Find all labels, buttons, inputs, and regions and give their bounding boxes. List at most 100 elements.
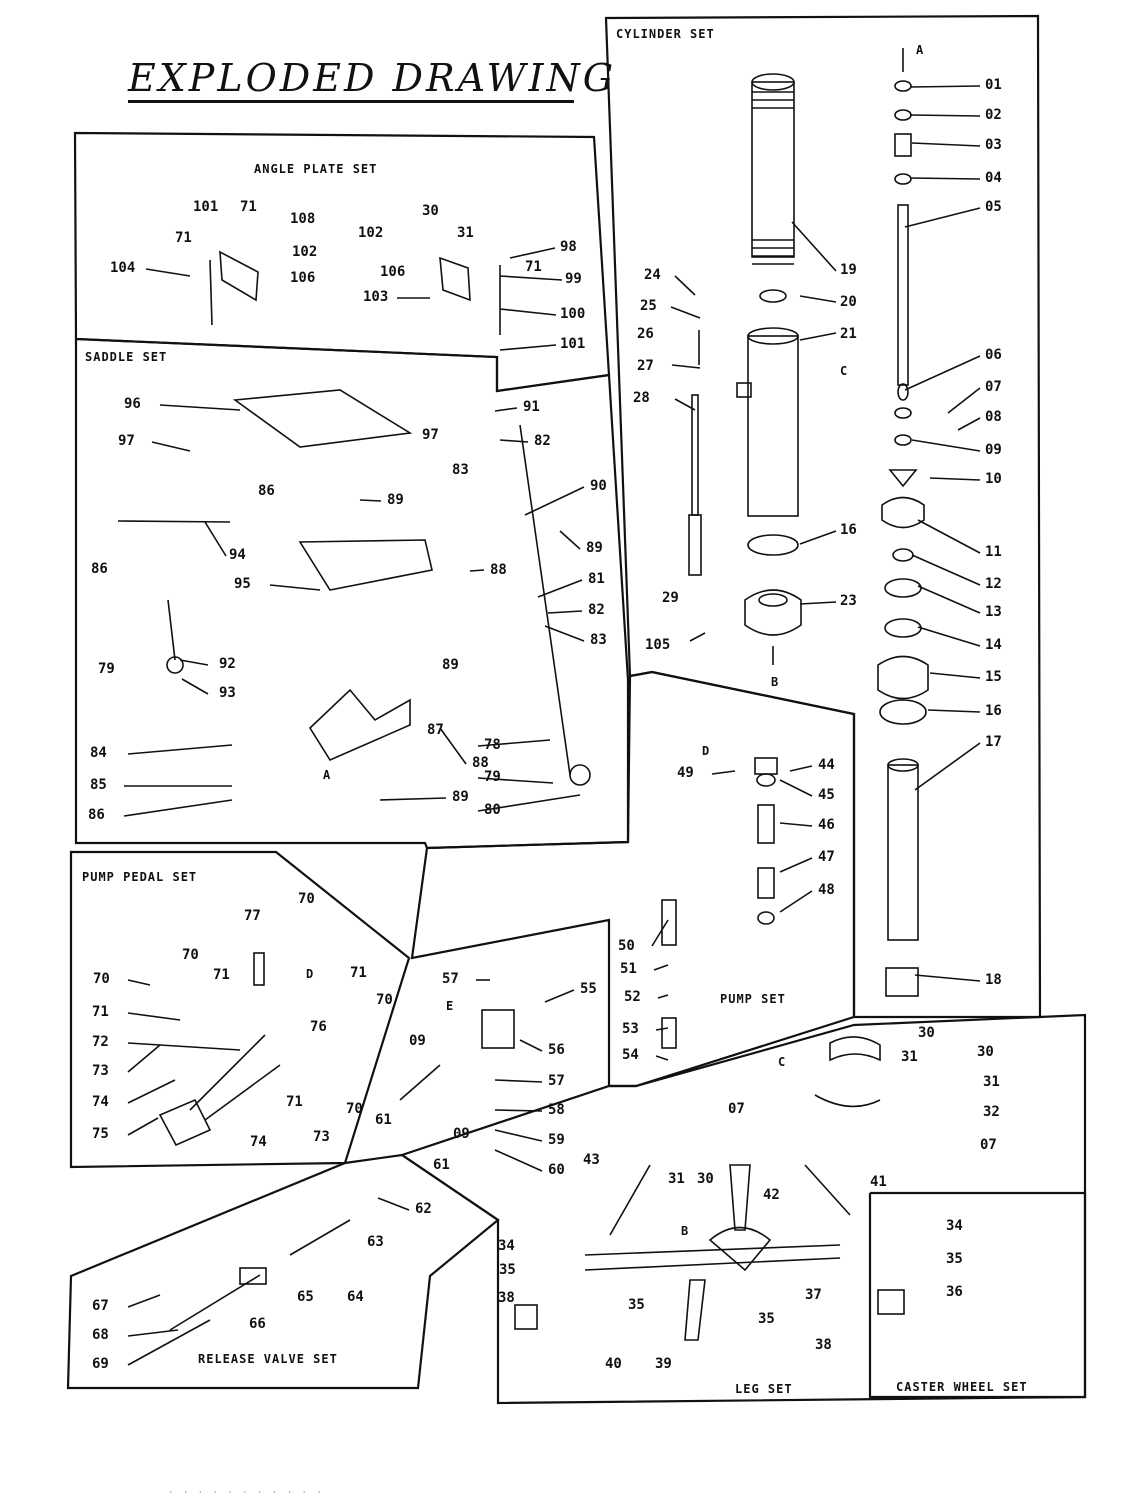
link-rod	[519, 424, 571, 776]
pump-pedal-callout: 70	[346, 1101, 363, 1117]
saddle-callout: 88	[490, 562, 507, 578]
saddle-callout: 85	[90, 777, 107, 793]
pump-callout: 54	[622, 1047, 639, 1063]
angle-plate-callout: 104	[110, 260, 136, 276]
saddle-callout: 95	[234, 576, 251, 592]
pump-callout: 44	[818, 757, 835, 773]
saddle-callout: 88	[472, 755, 489, 771]
release-valve-set-label: RELEASE VALVE SET	[198, 1352, 338, 1366]
angle-plate-callout: 106	[290, 270, 316, 286]
pump-callout: 45	[818, 787, 835, 803]
piston-rod	[691, 394, 699, 516]
sleeve-top	[747, 327, 799, 345]
release-valve-callout: 63	[367, 1234, 384, 1250]
leader-line	[494, 1149, 543, 1172]
pump-callout: 51	[620, 961, 637, 977]
leg-callout: 38	[815, 1337, 832, 1353]
leader-line	[909, 177, 981, 180]
angle-plate-callout: 103	[363, 289, 389, 305]
cylinder-callout: 18	[985, 972, 1002, 988]
pump-callout: 49	[677, 765, 694, 781]
leader-line	[689, 632, 706, 642]
leg-callout: 31	[901, 1049, 918, 1065]
caster	[514, 1304, 538, 1330]
leg-callout: 30	[697, 1171, 714, 1187]
valve-callout: 09	[453, 1126, 470, 1142]
parts	[117, 48, 929, 1341]
angle-plate-left	[219, 250, 259, 302]
saddle-set-label: SADDLE SET	[85, 350, 168, 364]
leader-line	[927, 709, 981, 713]
leader-line	[791, 221, 837, 272]
reference-mark: C	[840, 364, 848, 378]
leg-callout: 35	[758, 1311, 775, 1327]
leader-line	[799, 295, 837, 303]
valve-callout: 56	[548, 1042, 565, 1058]
leg-hub	[708, 1226, 772, 1272]
saddle-pin	[117, 520, 231, 523]
angle-plate-set-label: ANGLE PLATE SET	[254, 162, 378, 176]
cylinder-callout: 12	[985, 576, 1002, 592]
cylinder-callout: 29	[662, 590, 679, 606]
saddle-callout: 89	[586, 540, 603, 556]
valve-callout: 61	[433, 1157, 450, 1173]
valve-callout: 58	[548, 1102, 565, 1118]
leader-line	[929, 477, 981, 481]
cylinder-callout: 26	[637, 326, 654, 342]
pump-pedal-callout: 71	[213, 967, 230, 983]
release-valve-callout: 66	[249, 1316, 266, 1332]
leader-line	[127, 1294, 161, 1308]
clamp	[829, 1036, 881, 1062]
pump-pedal-callout: 71	[92, 1004, 109, 1020]
valve-callout: 57	[548, 1073, 565, 1089]
saddle-callout: 89	[387, 492, 404, 508]
cylinder-callout: 06	[985, 347, 1002, 363]
leader-line	[127, 979, 151, 986]
return-tube	[887, 764, 919, 941]
cylinder-callout: 15	[985, 669, 1002, 685]
leader-line	[123, 799, 233, 817]
leader-line	[559, 530, 581, 550]
valve-callout: 59	[548, 1132, 565, 1148]
saddle-callout: 79	[484, 769, 501, 785]
leg-bar	[584, 1244, 841, 1256]
caster-wheel-set-label: CASTER WHEEL SET	[896, 1380, 1028, 1394]
pump-pedal-set-border	[69, 850, 411, 1169]
leg-callout: 35	[628, 1297, 645, 1313]
o-ring	[747, 534, 799, 556]
cylinder-callout: 27	[637, 358, 654, 374]
cylinder-set-label: CYLINDER SET	[616, 27, 715, 41]
spring	[757, 804, 775, 844]
saddle-callout: 90	[590, 478, 607, 494]
cylinder-callout: 20	[840, 294, 857, 310]
valve-body	[239, 1267, 267, 1285]
caster-set-divider	[868, 1191, 1087, 1399]
leader-line	[179, 659, 209, 666]
leader-line	[145, 268, 191, 277]
leg-callout: 38	[498, 1290, 515, 1306]
leader-line	[909, 85, 981, 88]
angle-plate-callout: 108	[290, 211, 316, 227]
saddle-callout: 82	[534, 433, 551, 449]
leader-line	[499, 344, 557, 351]
leader-line	[914, 974, 981, 982]
cylinder-callout: 13	[985, 604, 1002, 620]
leg-callout: 32	[983, 1104, 1000, 1120]
washer	[756, 773, 776, 787]
leader-line	[904, 355, 981, 391]
pump-pedal-callout: 70	[376, 992, 393, 1008]
pump-barrel	[661, 899, 677, 946]
leader-line	[519, 1039, 543, 1052]
leader-line	[127, 1012, 181, 1021]
pump-set-label: PUMP SET	[720, 992, 786, 1006]
leader-line	[547, 610, 583, 614]
cylinder-set-border	[604, 14, 1042, 1019]
pump-pedal-callout: 70	[182, 947, 199, 963]
reference-mark: D	[702, 744, 710, 758]
saddle-callout: 82	[588, 602, 605, 618]
leader-line	[779, 857, 813, 873]
leader-line	[377, 1197, 410, 1211]
leader-line	[524, 486, 585, 516]
angle-plate-callout: 106	[380, 264, 406, 280]
title-underline	[128, 100, 574, 103]
